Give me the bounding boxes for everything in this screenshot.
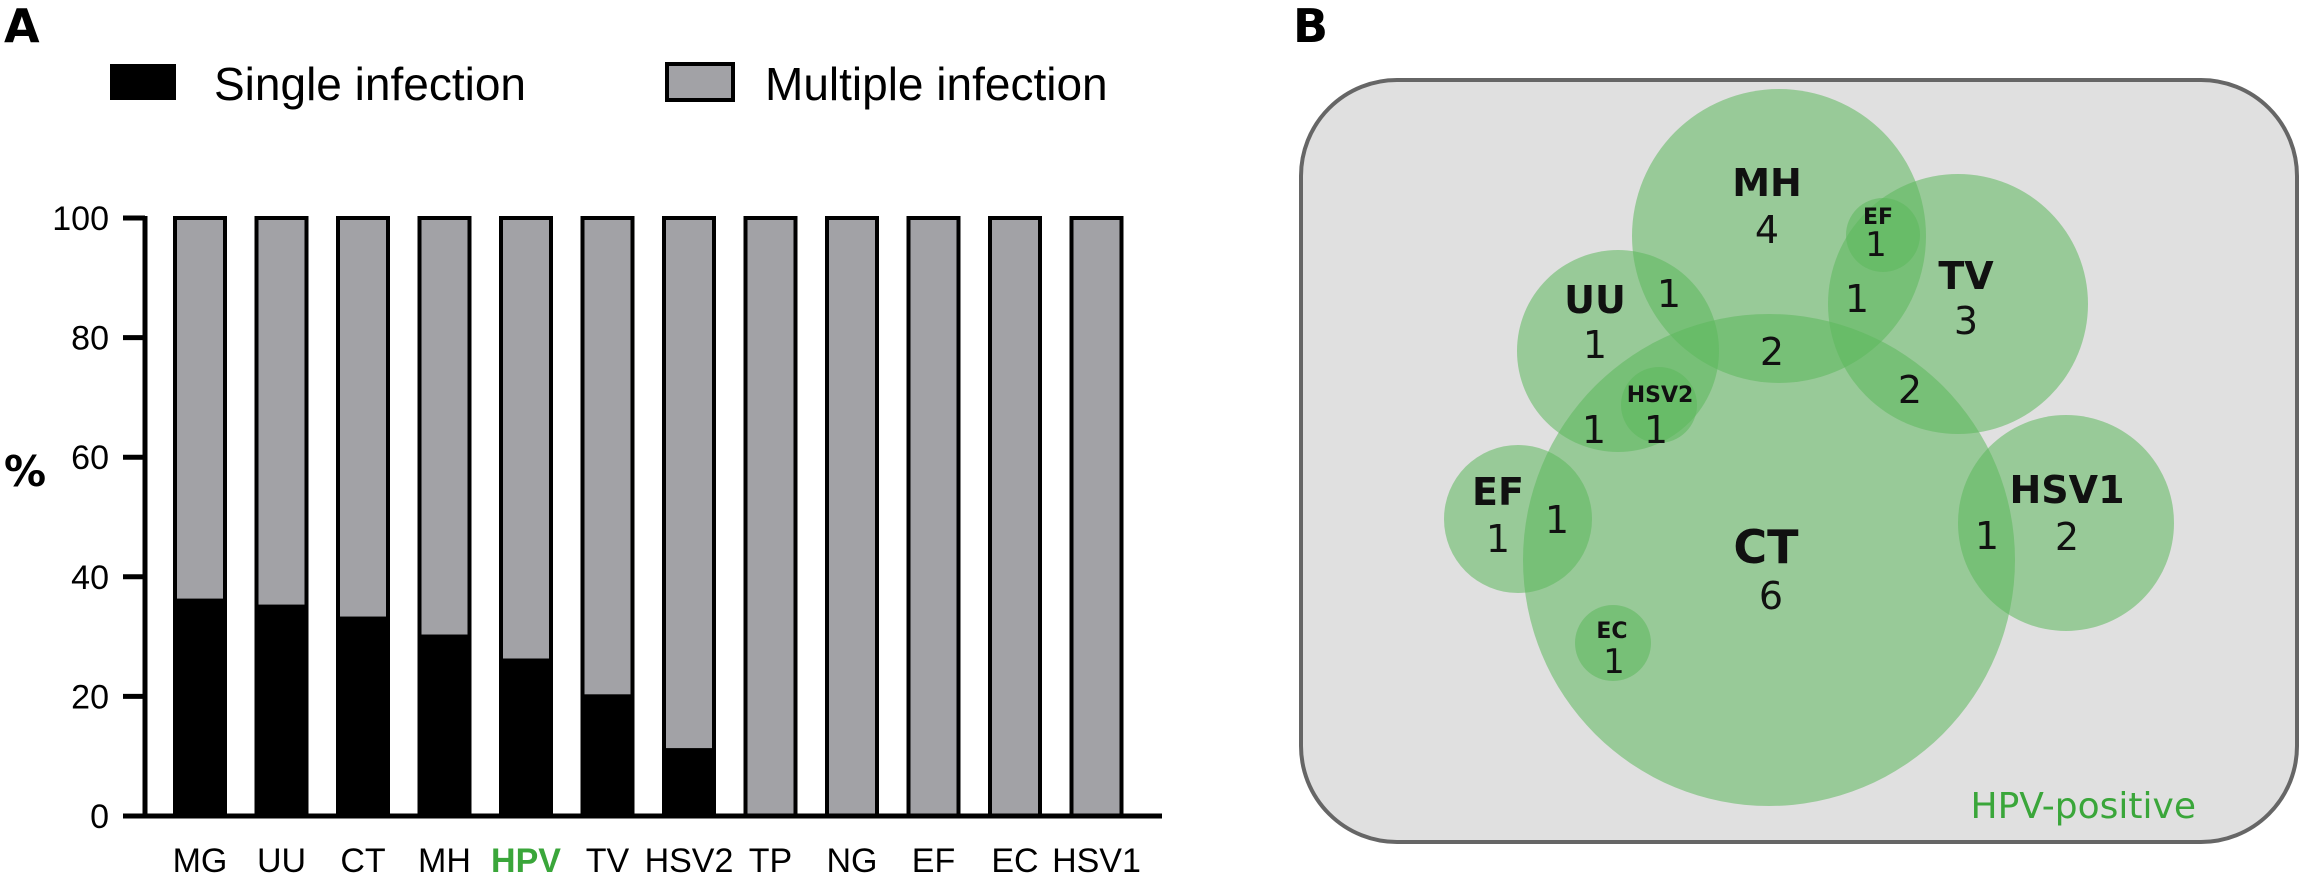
venn-overlap-mh-tv: 1 [1845,277,1869,321]
bar-single-mh [417,634,472,818]
panel-a-label: A [4,0,40,53]
venn-count-hsv1: 2 [2055,515,2079,559]
venn-overlap-mh-ct: 2 [1760,330,1784,374]
venn-count-ef-left: 1 [1486,517,1510,561]
bar-multiple-tp [743,216,798,818]
y-tick-label-80: 80 [71,320,109,358]
venn-label-ef-small: EF [1863,205,1893,230]
bar-single-ct [336,616,390,818]
venn-count-hsv2: 1 [1644,408,1668,452]
x-tick-label-hpv: HPV [491,842,561,880]
y-tick-label-0: 0 [90,798,109,836]
legend-label-multiple: Multiple infection [765,58,1108,110]
bar-single-hpv [499,658,553,819]
venn-circle-hsv1 [1958,415,2174,631]
venn-label-ct: CT [1733,520,1799,574]
legend-swatch-multiple [665,62,735,102]
venn-count-mh: 4 [1755,208,1779,252]
venn-count-uu: 1 [1583,323,1607,367]
legend: Single infection Multiple infection [110,58,1108,110]
venn-count-ct: 6 [1759,574,1783,618]
bar-multiple-mh [417,216,472,639]
legend-swatch-single [110,64,176,100]
y-axis-label: % [4,447,46,496]
x-tick-label-hsv1: HSV1 [1052,842,1141,880]
x-tick-label-mg: MG [173,842,228,880]
y-tick-label-40: 40 [71,559,109,597]
bar-multiple-ec [988,216,1042,818]
venn-overlap-hsv1-ct: 1 [1975,514,1999,558]
venn-circle-ef-small [1846,198,1920,272]
x-tick-label-ec: EC [991,842,1038,880]
y-tick-label-100: 100 [52,200,109,238]
stacked-bar-chart: MG UU CT MH HPV TV HSV2 TP NG EF EC HSV1 0 20 40 60 80 10… [52,200,1162,880]
bar-single-tv [580,694,635,819]
venn-overlap-uu-mh: 1 [1657,272,1681,316]
panel-b-label: B [1293,0,1328,53]
x-tick-label-tp: TP [749,842,792,880]
venn-label-uu: UU [1564,278,1626,322]
y-tick-label-60: 60 [71,439,109,477]
bar-multiple-tv [580,216,635,699]
x-tick-label-hsv2: HSV2 [645,842,734,880]
venn-overlap-uu-ct: 1 [1582,408,1606,452]
venn-circle-ef-left [1444,445,1592,593]
venn-count-ef-small: 1 [1865,225,1887,265]
x-tick-label-uu: UU [257,842,306,880]
y-tick-label-20: 20 [71,678,109,716]
venn-count-ec: 1 [1603,642,1625,682]
venn-label-hsv2: HSV2 [1627,383,1694,408]
bar-multiple-hpv [499,216,553,663]
venn-diagram: MH 4 UU 1 TV 3 EF 1 HSV1 2 CT 6 EF 1 HSV… [1299,78,2299,844]
x-tick-label-ct: CT [340,842,385,880]
bar-single-uu [254,604,309,819]
bar-multiple-ng [825,216,879,818]
venn-label-ec: EC [1596,619,1627,644]
bar-multiple-hsv2 [662,216,716,753]
bar-multiple-uu [254,216,309,609]
venn-label-hsv1: HSV1 [2009,468,2124,512]
venn-caption: HPV-positive [1971,786,2197,827]
venn-label-ef-left: EF [1472,470,1524,514]
x-tick-label-ng: NG [827,842,878,880]
bar-multiple-ef [906,216,961,818]
venn-count-tv: 3 [1954,299,1978,343]
x-tick-label-ef: EF [912,842,955,880]
venn-circle-hsv2 [1621,367,1697,443]
venn-circle-ec [1575,605,1651,681]
bar-multiple-hsv1 [1069,216,1124,818]
bar-single-mg [173,598,227,818]
venn-label-mh: MH [1732,161,1802,205]
bar-multiple-mg [173,216,227,603]
venn-overlap-ef-ct: 1 [1545,498,1569,542]
venn-label-tv: TV [1938,254,1994,298]
venn-overlap-tv-ct: 2 [1898,368,1922,412]
bar-multiple-ct [336,216,390,621]
legend-label-single: Single infection [214,58,526,110]
x-tick-label-tv: TV [586,842,630,880]
bar-single-hsv2 [662,748,716,818]
x-tick-label-mh: MH [418,842,471,880]
